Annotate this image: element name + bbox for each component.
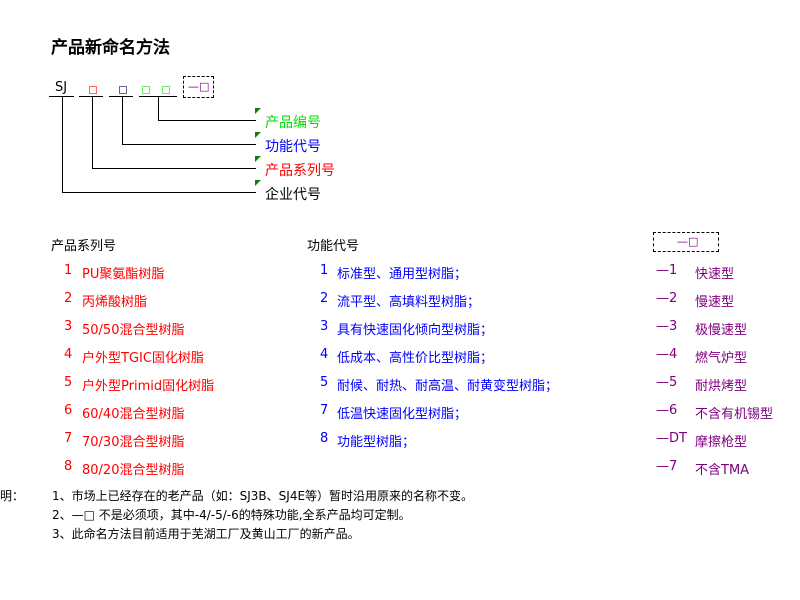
series-item-text: 户外型Primid固化树脂 (82, 379, 215, 394)
series-item-text: PU聚氨酯树脂 (82, 267, 165, 282)
series-header: 产品系列号 (51, 239, 117, 254)
function-item-code: 2 (320, 291, 329, 306)
series-item-code: 5 (64, 375, 73, 390)
label-company-code: 企业代号 (265, 187, 321, 203)
series-item-code: 6 (64, 403, 73, 418)
page-title: 产品新命名方法 (51, 38, 170, 58)
note-3: 3、此命名方法目前适用于芜湖工厂及黄山工厂的新产品。 (52, 527, 360, 541)
special-item-code: —2 (656, 291, 678, 306)
series-item-text: 60/40混合型树脂 (82, 407, 185, 422)
function-item-code: 1 (320, 263, 329, 278)
series-item-code: 2 (64, 291, 73, 306)
series-item-code: 7 (64, 431, 73, 446)
function-item-text: 具有快速固化倾向型树脂； (337, 323, 494, 338)
function-item-text: 低温快速固化型树脂； (337, 407, 468, 422)
special-item-text: 不含有机锡型 (695, 407, 774, 422)
special-item-text: 燃气炉型 (695, 351, 748, 366)
special-item-text: 慢速型 (695, 295, 735, 310)
special-item-code: —7 (656, 459, 678, 474)
special-item-text: 摩擦枪型 (695, 435, 748, 450)
series-item-text: 70/30混合型树脂 (82, 435, 185, 450)
function-item-text: 标准型、通用型树脂； (337, 267, 468, 282)
series-item-code: 1 (64, 263, 73, 278)
series-item-text: 50/50混合型树脂 (82, 323, 185, 338)
function-item-text: 流平型、高填料型树脂； (337, 295, 481, 310)
series-item-text: 丙烯酸树脂 (82, 295, 148, 310)
special-item-code: —4 (656, 347, 678, 362)
series-item-code: 3 (64, 319, 73, 334)
note-1: 1、市场上已经存在的老产品（如：SJ3B、SJ4E等）暂时沿用原来的名称不变。 (52, 489, 474, 503)
special-item-text: 不含TMA (695, 463, 750, 478)
note-2: 2、—□ 不是必须项，其中-4/-5/-6的特殊功能,全系产品均可定制。 (52, 508, 411, 522)
special-item-code: —6 (656, 403, 678, 418)
function-header: 功能代号 (307, 239, 360, 254)
special-item-text: 极慢速型 (695, 323, 748, 338)
number-placeholder-1 (142, 86, 150, 94)
function-item-code: 3 (320, 319, 329, 334)
special-item-code: —3 (656, 319, 678, 334)
series-item-code: 4 (64, 347, 73, 362)
label-series-number: 产品系列号 (265, 163, 335, 179)
special-item-code: —1 (656, 263, 678, 278)
series-item-code: 8 (64, 459, 73, 474)
number-placeholder-2 (162, 86, 170, 94)
notes-label: 说明： (0, 489, 25, 503)
label-product-number: 产品编号 (265, 115, 321, 131)
series-item-text: 户外型TGIC固化树脂 (82, 351, 204, 366)
series-item-text: 80/20混合型树脂 (82, 463, 185, 478)
special-item-code: —5 (656, 375, 678, 390)
function-placeholder (119, 86, 127, 94)
series-placeholder (89, 86, 97, 94)
function-item-code: 5 (320, 375, 329, 390)
optional-mark: —□ (188, 80, 210, 93)
label-function-code: 功能代号 (265, 139, 321, 155)
function-item-text: 耐候、耐热、耐高温、耐黄变型树脂； (337, 379, 559, 394)
prefix: SJ (55, 80, 68, 95)
function-item-text: 功能型树脂； (337, 435, 416, 450)
special-header: —□ (677, 235, 699, 248)
special-item-code: —DT (656, 431, 687, 446)
function-item-code: 8 (320, 431, 329, 446)
function-item-text: 低成本、高性价比型树脂； (337, 351, 494, 366)
function-item-code: 4 (320, 347, 329, 362)
special-item-text: 快速型 (695, 267, 735, 282)
function-item-code: 7 (320, 403, 329, 418)
special-item-text: 耐烘烤型 (695, 379, 748, 394)
